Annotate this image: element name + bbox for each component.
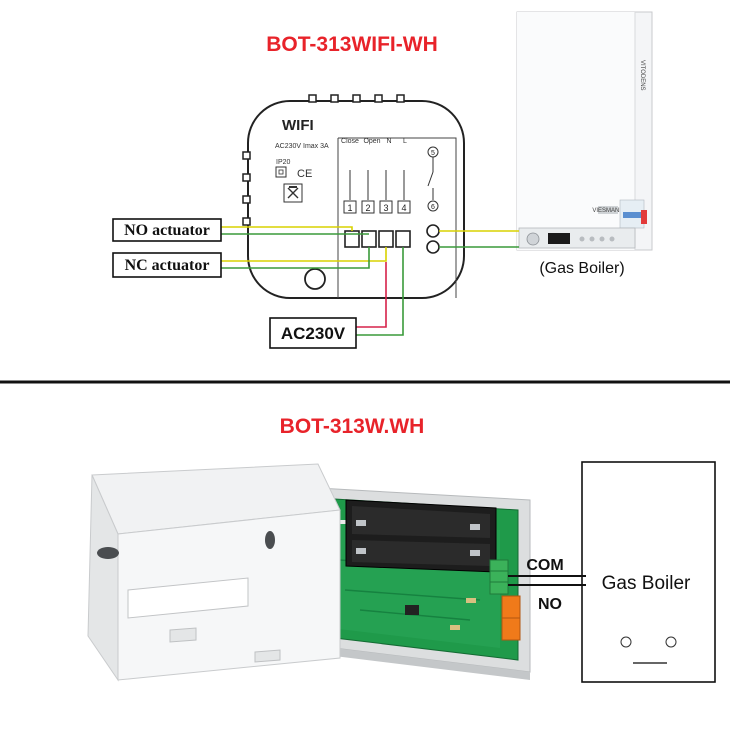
- no-actuator-box: [112, 218, 222, 242]
- com-label: COM: [526, 557, 563, 574]
- terminal-2: 2: [365, 203, 370, 213]
- boiler-logo-plate: [598, 206, 618, 214]
- no-actuator-label: NO actuator: [124, 222, 210, 239]
- boiler-label: (Gas Boiler): [539, 260, 624, 277]
- boiler-indicator-right: [665, 636, 677, 648]
- terminal-6: 6: [431, 204, 435, 211]
- terminal-header-n: N: [386, 138, 391, 145]
- gas-boiler-label: Gas Boiler: [602, 573, 691, 594]
- gas-boiler-bottom: [581, 461, 716, 683]
- terminal-header-close: Close: [341, 138, 359, 145]
- terminal-4: 4: [401, 203, 406, 213]
- boiler-brand: VIESMANN: [592, 208, 623, 214]
- screw-slot-left: [97, 547, 119, 559]
- terminal-6-circle: [427, 200, 439, 212]
- weee-bin-icon: [283, 183, 303, 203]
- terminal-numbers: [343, 200, 411, 214]
- ac230v-box: [269, 317, 357, 349]
- no-label: NO: [538, 596, 562, 613]
- terminal-1: 1: [347, 203, 352, 213]
- ip-rating: IP20: [276, 159, 291, 166]
- boiler-display: [548, 233, 570, 244]
- nc-actuator-label: NC actuator: [125, 257, 210, 274]
- terminal-header-open: Open: [363, 138, 380, 145]
- chip: [405, 605, 419, 615]
- boiler-knob: [526, 232, 540, 246]
- gas-boiler-top: VITODENS VIESMANN: [516, 11, 653, 251]
- screw-slot-right: [265, 531, 275, 549]
- wifi-label: WIFI: [282, 117, 314, 134]
- terminal-header-l: L: [403, 138, 407, 145]
- bottom-title: BOT-313W.WH: [280, 415, 425, 438]
- battery-holder: [345, 499, 497, 573]
- top-title: BOT-313WIFI-WH: [266, 33, 438, 56]
- wires-bottom: [508, 575, 586, 586]
- display-window: [127, 577, 249, 619]
- terminal-5: 5: [431, 150, 435, 157]
- relay-switch-symbol: [427, 171, 434, 187]
- thermostat-backplate: [242, 94, 465, 299]
- double-insulation-icon: [275, 166, 287, 178]
- boiler-indicator-left: [620, 636, 632, 648]
- boiler-side-text: VITODENS: [639, 60, 645, 91]
- terminal-3: 3: [383, 203, 388, 213]
- ac230v-label: AC230V: [281, 324, 346, 343]
- ce-mark: CE: [297, 168, 312, 180]
- thermostat-front-cover: [87, 463, 341, 682]
- nc-actuator-box: [112, 252, 222, 278]
- green-terminal-block: [489, 559, 509, 595]
- mounting-hole: [304, 268, 326, 290]
- screw-terminal-block: [344, 224, 440, 254]
- rating-label: AC230V Imax 3A: [275, 143, 329, 150]
- wires-top: [221, 226, 519, 336]
